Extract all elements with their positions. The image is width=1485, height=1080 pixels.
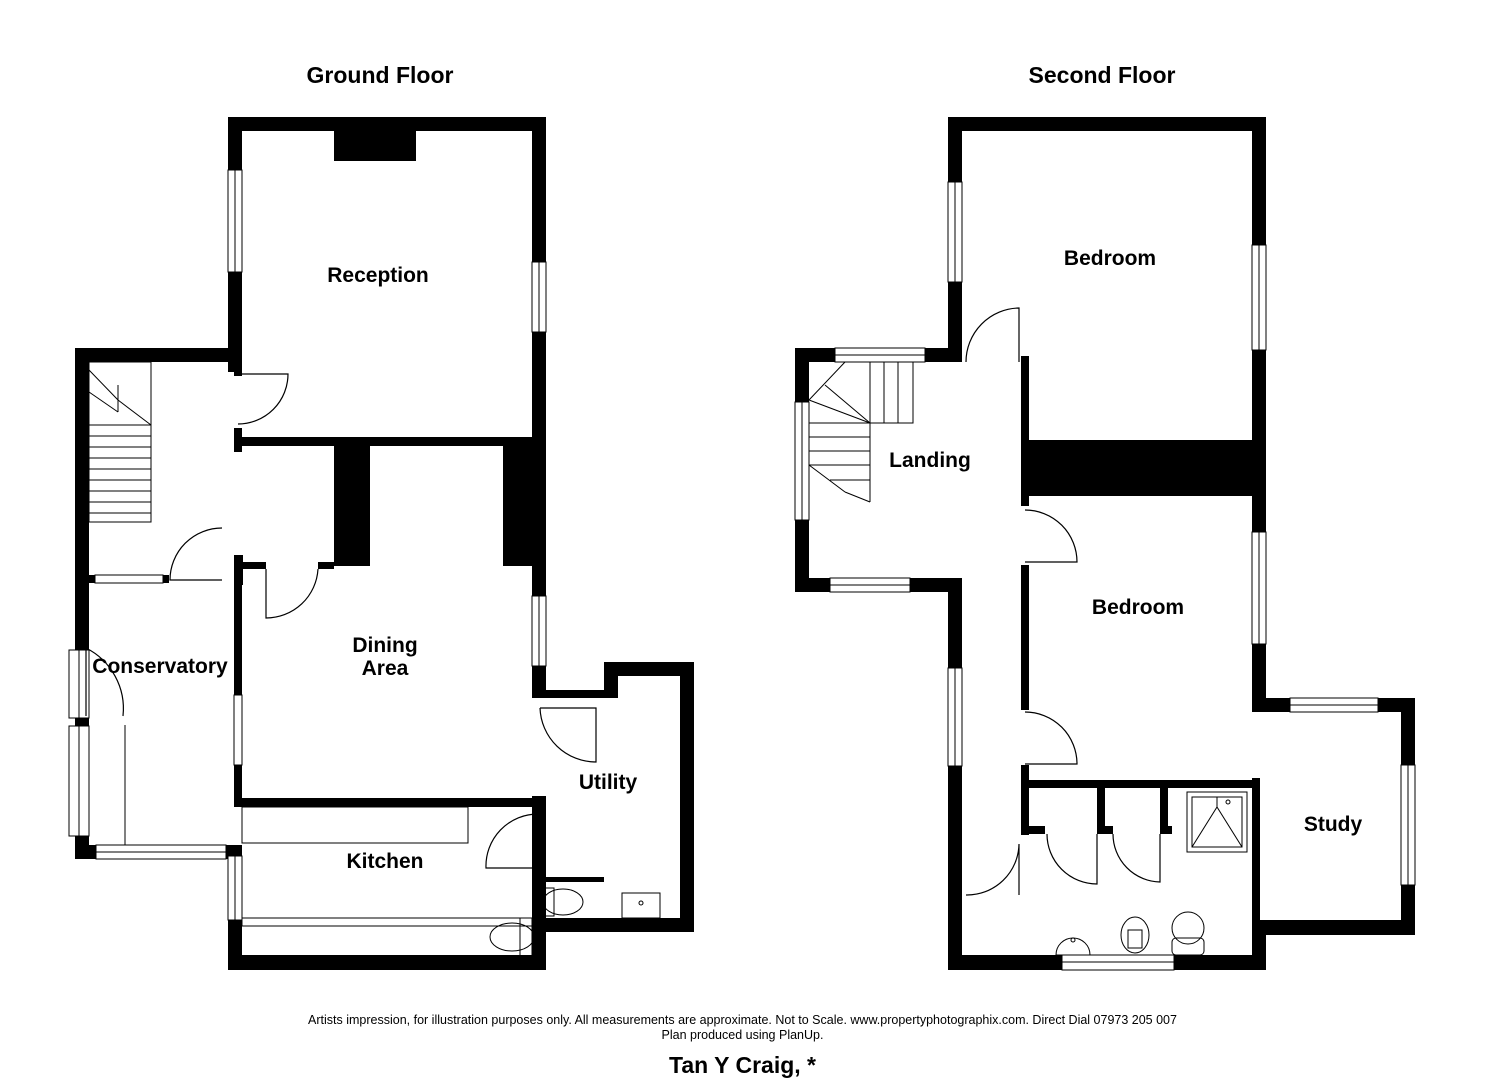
ground-floor-doors: [85, 373, 597, 869]
ground-floor-windows: [68, 169, 547, 921]
ground-floor-title: Ground Floor: [307, 62, 454, 88]
disclaimer-line-2: Plan produced using PlanUp.: [661, 1028, 824, 1042]
kitchen-fixtures: [124, 725, 661, 957]
room-label-study: Study: [1304, 813, 1363, 836]
ground-floor-walls: [75, 117, 694, 970]
room-label-landing: Landing: [889, 449, 971, 472]
room-label-bedroom-middle: Bedroom: [1092, 596, 1184, 619]
property-name: Tan Y Craig, *: [669, 1052, 816, 1078]
second-floor-plan: Second Floor: [794, 62, 1416, 971]
room-label-conservatory: Conservatory: [92, 655, 228, 678]
room-label-utility: Utility: [579, 771, 638, 794]
room-label-dining-line2: Area: [362, 657, 409, 680]
second-floor-windows: [794, 181, 1416, 971]
second-floor-stairs: [808, 361, 914, 503]
disclaimer-line-1: Artists impression, for illustration pur…: [308, 1013, 1177, 1027]
second-floor-doors: [965, 307, 1161, 896]
room-label-bedroom-top: Bedroom: [1064, 247, 1156, 270]
bathroom-fixtures: [1055, 791, 1248, 956]
room-label-dining-line1: Dining: [352, 634, 417, 657]
ground-floor-plan: Ground Floor: [68, 62, 694, 970]
second-floor-walls: [795, 117, 1415, 970]
second-floor-title: Second Floor: [1029, 62, 1176, 88]
room-label-kitchen: Kitchen: [346, 850, 423, 873]
ground-floor-stairs: [88, 361, 152, 523]
room-label-reception: Reception: [327, 264, 429, 287]
